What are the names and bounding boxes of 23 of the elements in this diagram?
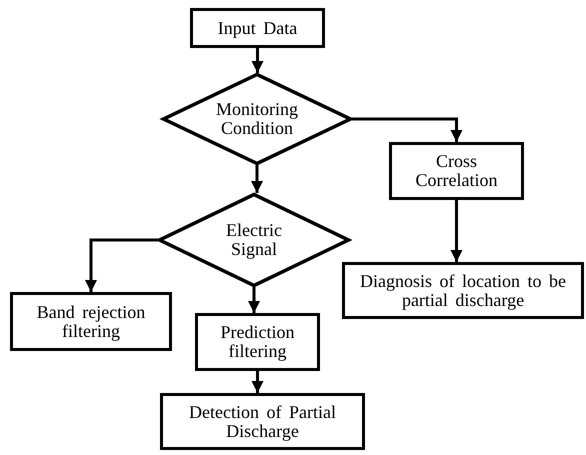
process-box <box>10 292 172 351</box>
node-label: Input Data <box>216 18 298 38</box>
node-label: Detection of Partial Discharge <box>188 402 337 440</box>
arrow <box>450 200 462 262</box>
arrow <box>352 118 462 142</box>
arrow <box>248 287 260 313</box>
arrow <box>252 48 264 73</box>
process-box <box>160 393 365 450</box>
decision-diamond <box>158 193 350 287</box>
node-label: Monitoring Condition <box>214 100 299 138</box>
node-label: Diagnosis of location to be partial discharge <box>359 272 567 310</box>
process-box <box>389 142 524 200</box>
node-label: Prediction filtering <box>220 323 296 361</box>
arrow <box>252 371 264 393</box>
process-box <box>342 262 584 319</box>
arrow <box>85 238 158 292</box>
process-box <box>195 313 320 371</box>
node-label: Cross Correlation <box>414 152 498 190</box>
node-label: Band rejection filtering <box>36 302 146 340</box>
decision-diamond <box>162 73 352 165</box>
arrow <box>251 165 263 193</box>
process-box <box>190 8 325 48</box>
node-label: Electric Signal <box>225 221 283 259</box>
